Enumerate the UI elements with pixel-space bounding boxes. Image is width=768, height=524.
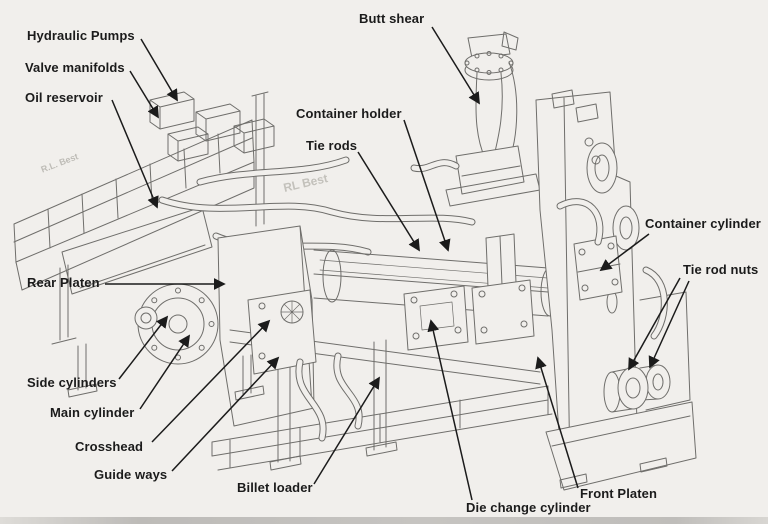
guide-ways-rails — [211, 385, 553, 471]
arrow-container-holder — [403, 119, 451, 252]
arrow-hydraulic-pumps — [140, 38, 178, 102]
arrow-container-cylinder — [599, 233, 650, 272]
label-oil-reservoir: Oil reservoir — [25, 90, 103, 105]
die-change-assembly — [403, 279, 535, 351]
base-frame — [211, 339, 553, 471]
label-container-holder: Container holder — [296, 106, 402, 121]
arrow-valve-manifolds — [129, 70, 159, 119]
label-butt-shear: Butt shear — [359, 11, 425, 26]
arrow-tie-rod-nuts-2 — [648, 280, 690, 369]
tie-rod-nut-1 — [617, 366, 649, 410]
label-main-cylinder: Main cylinder — [50, 405, 135, 420]
label-container-cylinder: Container cylinder — [645, 216, 761, 231]
pump-deck-platform — [13, 119, 255, 398]
billet-loader-hoses — [295, 352, 363, 442]
arrow-billet-loader — [313, 376, 380, 485]
arrow-tie-rods — [357, 151, 420, 252]
label-crosshead: Crosshead — [75, 439, 144, 454]
pump-units — [149, 91, 275, 227]
side-cylinder-flange — [134, 306, 158, 330]
scan-bottom-edge — [0, 517, 768, 524]
arrow-main-cylinder — [139, 334, 191, 410]
label-billet-loader: Billet loader — [237, 480, 313, 495]
front-platen-assembly — [535, 89, 697, 491]
label-side-cylinders: Side cylinders — [27, 375, 117, 390]
label-tie-rod-nuts: Tie rod nuts — [683, 262, 759, 277]
label-hydraulic-pumps: Hydraulic Pumps — [27, 28, 135, 43]
crosshead-block — [247, 289, 317, 375]
arrow-oil-reservoir — [111, 99, 159, 209]
tie-rod-nut-2 — [645, 364, 671, 400]
arrow-tie-rod-nuts-1 — [628, 277, 681, 371]
label-rear-platen: Rear Platen — [27, 275, 100, 290]
arrow-die-change-cylinder — [427, 319, 473, 501]
arrow-front-platen — [535, 356, 579, 489]
platen-piping — [556, 198, 668, 340]
shear-elbow-pipe — [410, 159, 460, 173]
label-guide-ways: Guide ways — [94, 467, 168, 482]
label-die-change-cylinder: Die change cylinder — [466, 500, 591, 515]
arrow-crosshead — [151, 319, 271, 443]
label-valve-manifolds: Valve manifolds — [25, 60, 125, 75]
label-tie-rods: Tie rods — [306, 138, 358, 153]
arrow-guide-ways — [171, 356, 280, 472]
arrow-butt-shear — [431, 26, 480, 105]
butt-shear-assembly — [445, 31, 541, 207]
oil-reservoir-body — [61, 206, 213, 295]
label-front-platen: Front Platen — [580, 486, 658, 501]
annotation-arrows — [105, 26, 690, 501]
arrow-side-cylinders — [118, 315, 169, 380]
